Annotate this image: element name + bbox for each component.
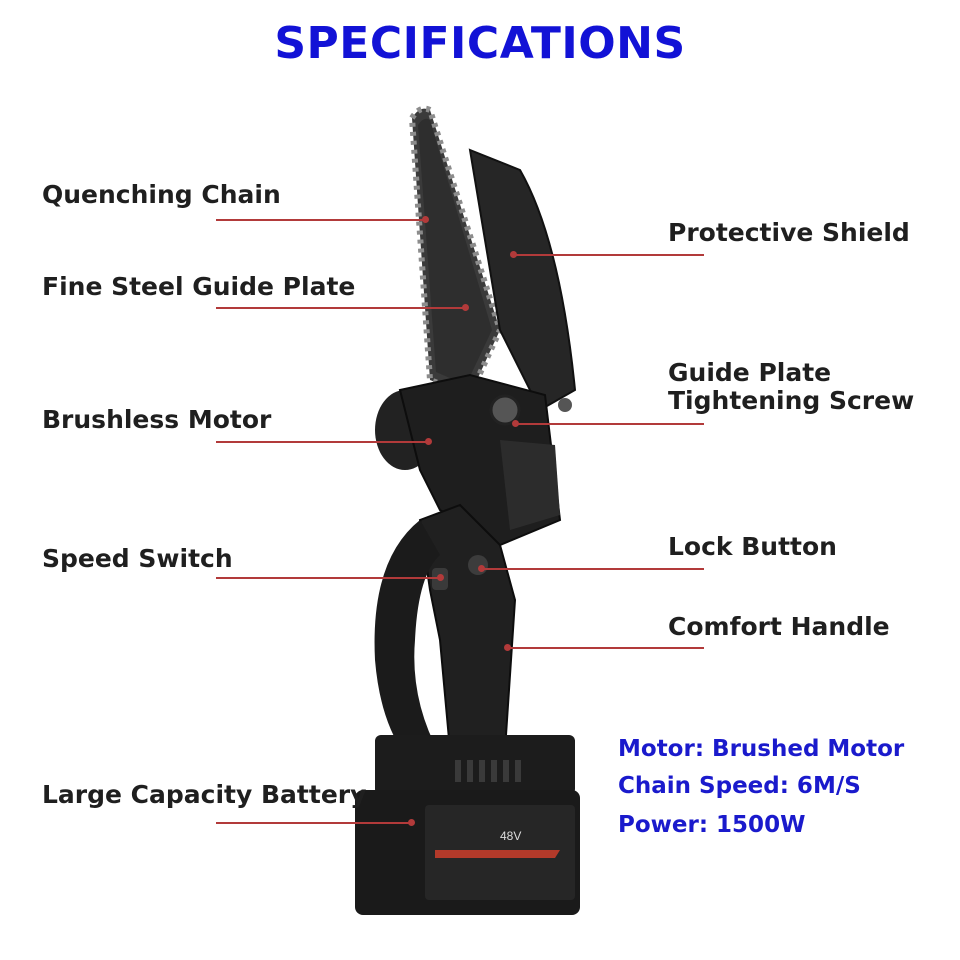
label-quenching-chain: Quenching Chain [42, 180, 281, 209]
callout-line [508, 647, 704, 649]
guide-bar [408, 105, 504, 399]
label-large-capacity-battery: Large Capacity Battery [42, 780, 367, 809]
spec-chain-speed: Chain Speed: 6M/S [618, 773, 861, 799]
callout-dot [478, 565, 485, 572]
callout-dot [422, 216, 429, 223]
callout-line [514, 254, 704, 256]
callout-line [516, 423, 704, 425]
motor-housing [375, 373, 572, 547]
callout-dot [425, 438, 432, 445]
callout-line [216, 307, 463, 309]
spec-motor: Motor: Brushed Motor [618, 736, 905, 762]
label-speed-switch: Speed Switch [42, 544, 233, 573]
label-comfort-handle: Comfort Handle [668, 612, 890, 641]
callout-dot [437, 574, 444, 581]
page-title: SPECIFICATIONS [274, 18, 686, 69]
callout-dot [510, 251, 517, 258]
callout-dot [462, 304, 469, 311]
label-guide-plate-line1: Guide Plate [668, 358, 832, 387]
callout-line [482, 568, 704, 570]
callout-dot [408, 819, 415, 826]
label-fine-steel-guide-plate: Fine Steel Guide Plate [42, 272, 356, 301]
callout-line [216, 577, 438, 579]
label-brushless-motor: Brushless Motor [42, 405, 272, 434]
spec-power: Power: 1500W [618, 812, 806, 838]
label-guide-plate-line2: Tightening Screw [668, 386, 915, 415]
battery: 48V [355, 735, 580, 915]
label-lock-button: Lock Button [668, 532, 837, 561]
battery-marking: 48V [500, 829, 521, 843]
label-protective-shield: Protective Shield [668, 218, 910, 247]
callout-line [216, 822, 410, 824]
protective-shield [468, 148, 577, 412]
callout-dot [504, 644, 511, 651]
handle [374, 503, 517, 755]
callout-dot [512, 420, 519, 427]
callout-line [216, 219, 423, 221]
callout-line [216, 441, 426, 443]
